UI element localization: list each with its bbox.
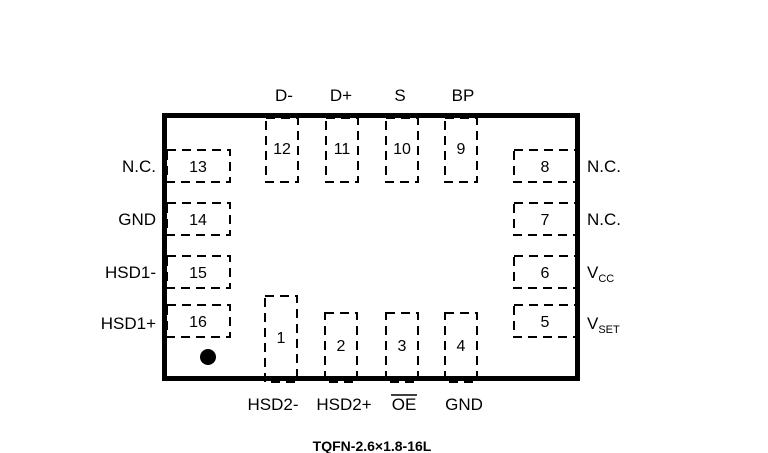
pin-14: 14 GND <box>118 202 231 236</box>
pin-pad <box>513 202 578 236</box>
pin1-marker-dot <box>200 349 216 365</box>
pin-number: 6 <box>541 265 550 282</box>
pin-label: D+ <box>330 86 352 105</box>
pin-7: 7 N.C. <box>513 202 621 236</box>
pin-number: 4 <box>457 338 466 355</box>
pin-label: S <box>394 86 405 105</box>
pin-pad <box>166 202 231 236</box>
pin-number: 8 <box>541 159 550 176</box>
pin-pad <box>325 117 359 183</box>
pin-15: 15 HSD1- <box>105 255 231 289</box>
pin-10: 10 S <box>385 86 419 183</box>
pin-label: N.C. <box>587 157 621 176</box>
pin-pad <box>265 117 299 183</box>
pin-8: 8 N.C. <box>513 149 621 183</box>
pin-5: 5 VSET <box>513 304 620 338</box>
pin-pad <box>385 312 419 383</box>
pin-number: 15 <box>189 265 207 282</box>
pin-number: 3 <box>398 338 407 355</box>
pin-number: 13 <box>189 159 207 176</box>
pin-pad <box>444 117 478 183</box>
pin-pad <box>385 117 419 183</box>
pin-label: HSD2- <box>247 395 298 414</box>
pin-label: BP <box>452 86 475 105</box>
package-caption: TQFN-2.6×1.8-16L <box>313 438 432 453</box>
pin-label: D- <box>275 86 293 105</box>
pin-pad <box>166 304 231 338</box>
pin-label: HSD1- <box>105 263 156 282</box>
pin-label: VSET <box>587 314 620 336</box>
pin-12: 12 D- <box>265 86 299 183</box>
pin-number: 14 <box>189 212 207 229</box>
pin-label: N.C. <box>587 210 621 229</box>
pin-number: 12 <box>273 141 291 158</box>
pin-6: 6 VCC <box>513 255 614 289</box>
pin-pad <box>444 312 478 383</box>
pin-pad <box>513 255 578 289</box>
pin-pad <box>513 149 578 183</box>
pin-number: 1 <box>277 330 286 347</box>
pin-pad <box>264 295 298 383</box>
package-outline <box>162 113 580 381</box>
pin-number: 7 <box>541 212 550 229</box>
pin-label: OE <box>392 395 417 414</box>
pin-label: HSD1+ <box>101 314 156 333</box>
pin-pad <box>324 312 358 383</box>
pin-number: 5 <box>541 314 550 331</box>
pin-9: 9 BP <box>444 86 478 183</box>
pin-11: 11 D+ <box>325 86 359 183</box>
pin-number: 2 <box>337 338 346 355</box>
pin-label: N.C. <box>122 157 156 176</box>
pin-label: VCC <box>587 263 614 285</box>
pin-label: GND <box>118 210 156 229</box>
pin-pad <box>166 255 231 289</box>
pin-number: 11 <box>334 141 351 158</box>
pin-label: GND <box>445 395 483 414</box>
pin-13: 13 N.C. <box>122 149 231 183</box>
pin-pad <box>513 304 578 338</box>
pin-pad <box>166 149 231 183</box>
pin-number: 10 <box>393 141 411 158</box>
pin-number: 16 <box>189 314 207 331</box>
pin-3: 3OE <box>385 312 419 414</box>
pin-16: 16 HSD1+ <box>101 304 231 338</box>
pin-number: 9 <box>457 141 466 158</box>
pin-label: HSD2+ <box>316 395 371 414</box>
